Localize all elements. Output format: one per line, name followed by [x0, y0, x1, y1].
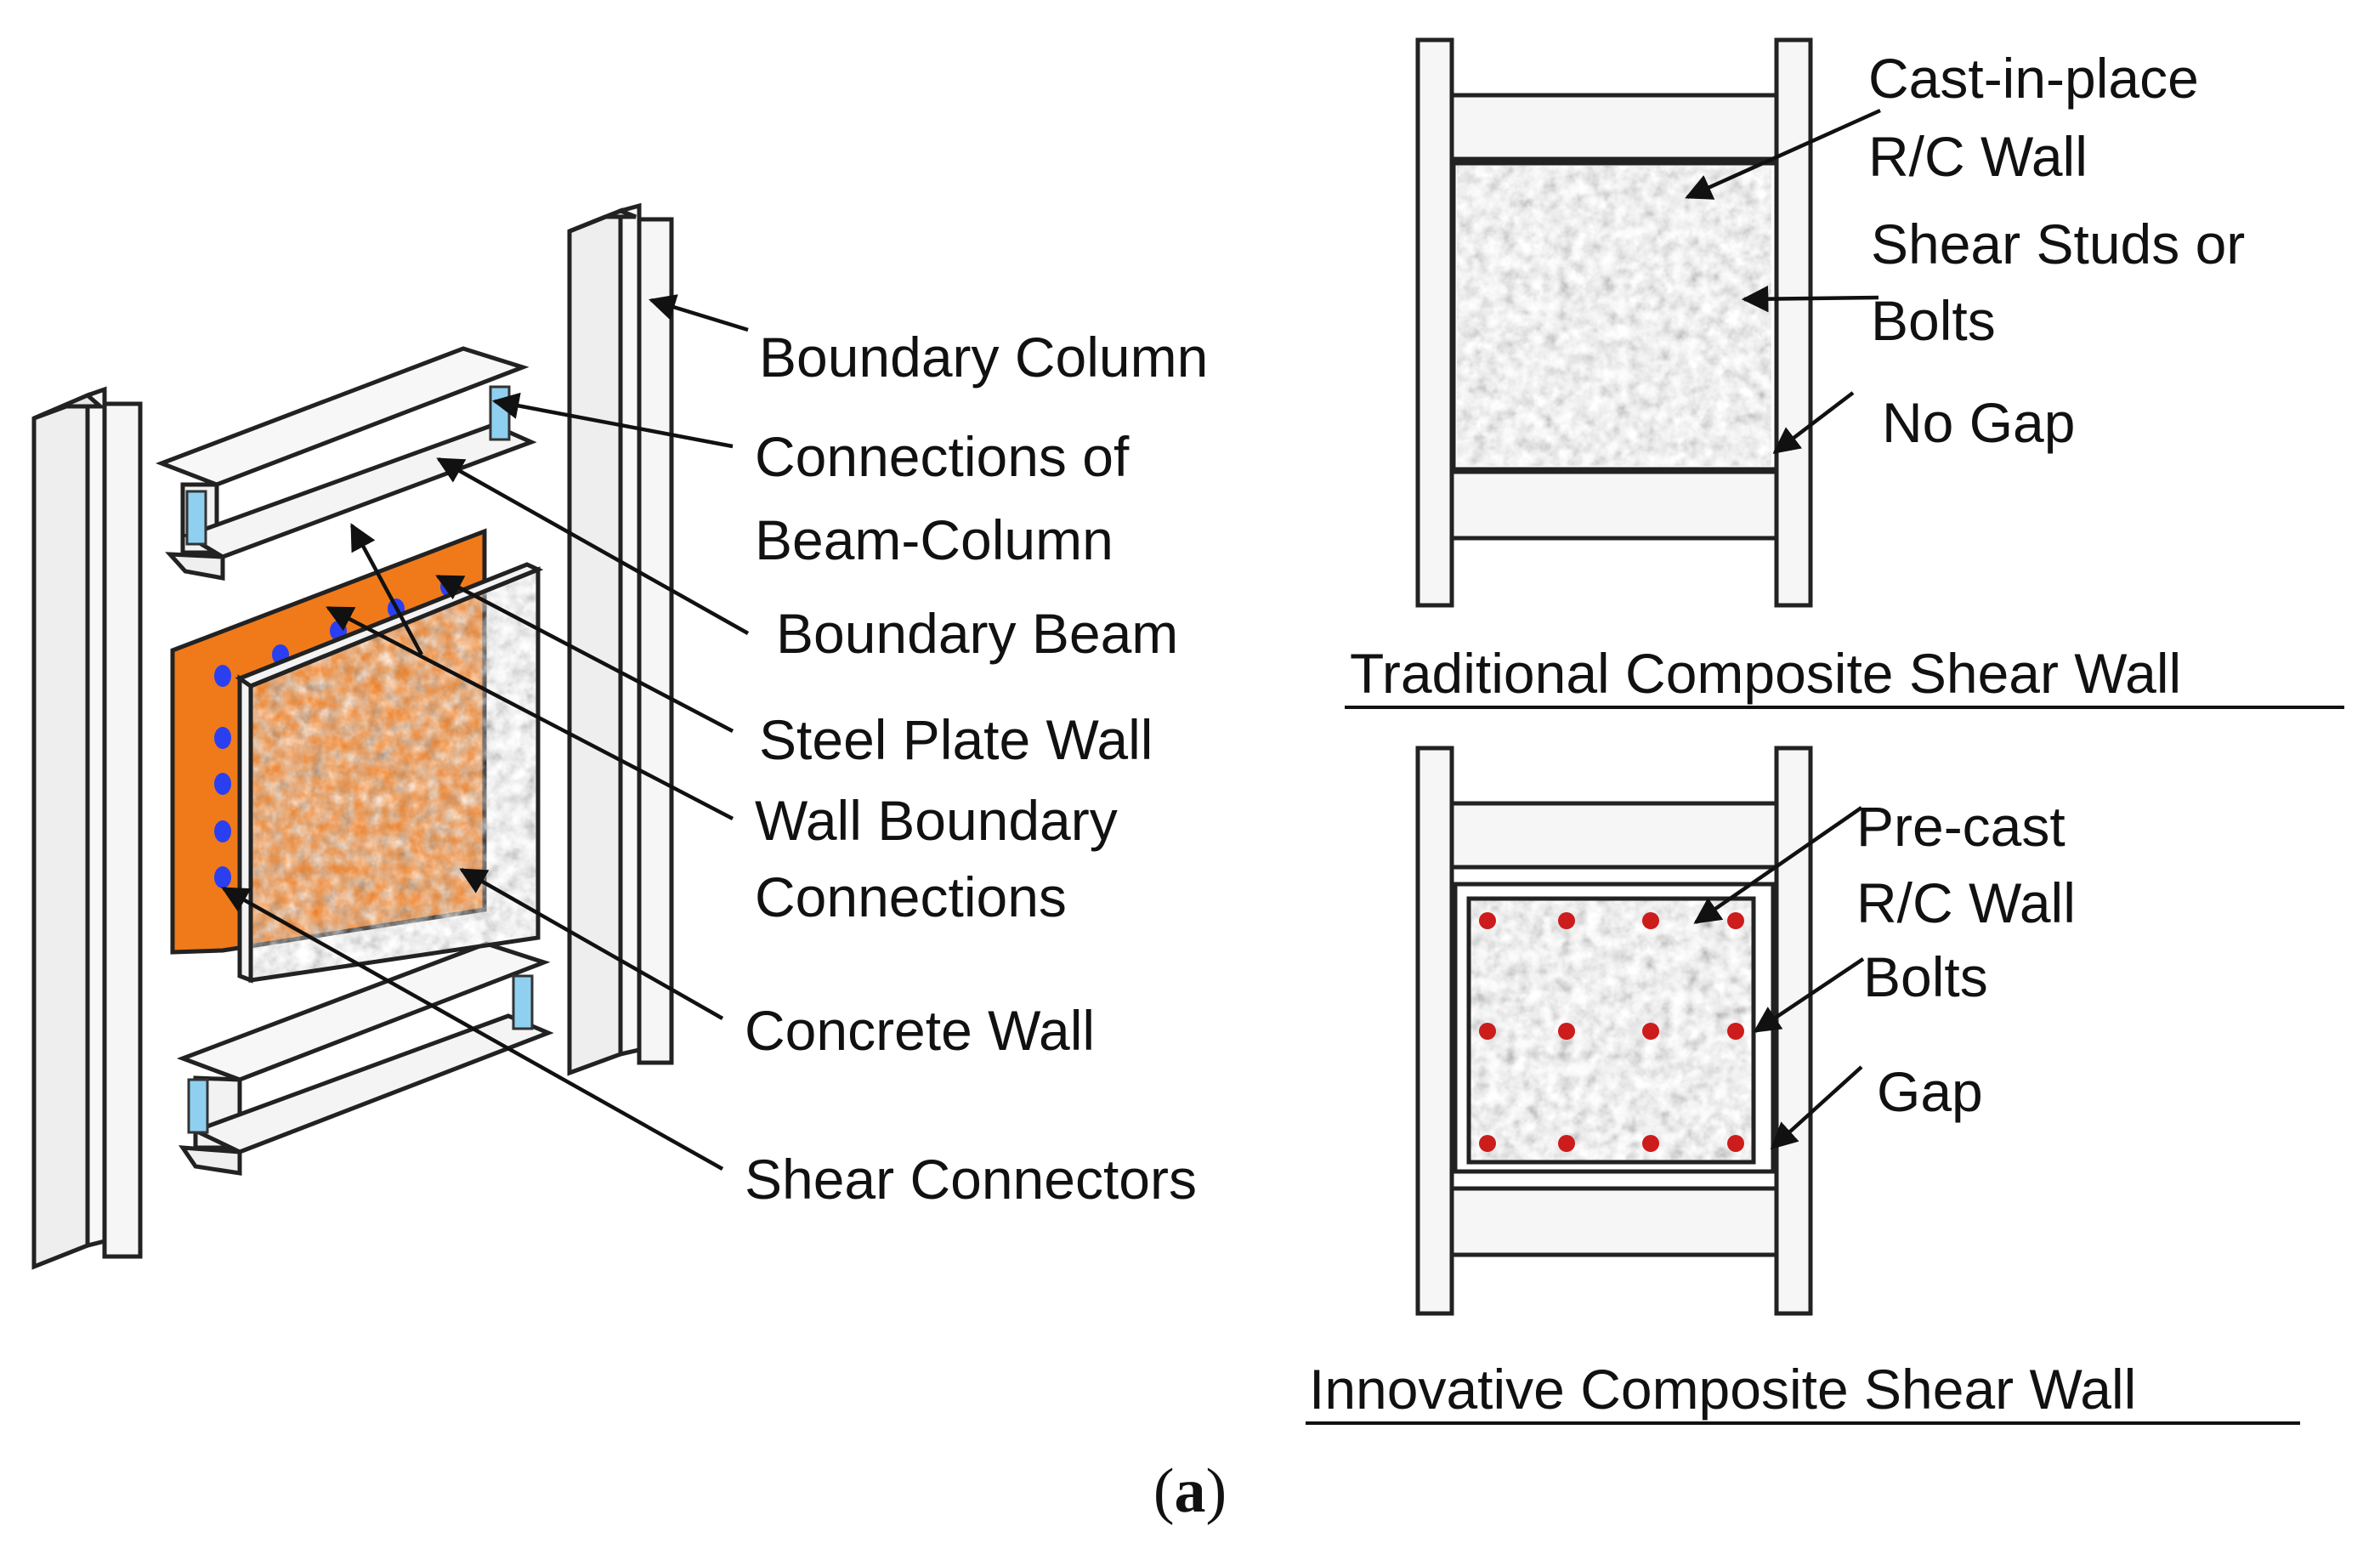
label-boundary-beam: Boundary Beam: [776, 602, 1178, 665]
subfigure-open-paren: (: [1153, 1456, 1175, 1526]
shear-connector: [214, 866, 231, 888]
traditional-top-beam-flange: [1449, 93, 1779, 162]
bolt: [1479, 1023, 1496, 1040]
label-steel-plate-wall: Steel Plate Wall: [759, 708, 1153, 771]
bolt: [1479, 912, 1496, 929]
label-shear-studs-line1: Shear Studs or: [1871, 213, 2245, 275]
label-wall-boundary-line1: Wall Boundary: [755, 789, 1118, 852]
shear-connector: [214, 773, 231, 795]
label-cast-in-place-line2: R/C Wall: [1868, 125, 2088, 188]
left-leader-lines: [221, 294, 750, 1171]
innovative-bolts: [1479, 912, 1744, 1152]
shear-connector: [214, 820, 231, 842]
traditional-bottom-beam-flange: [1449, 469, 1779, 541]
subfigure-close-paren: ): [1206, 1456, 1227, 1526]
innovative-top-beam-flange: [1449, 801, 1779, 870]
left-boundary-column: [31, 386, 143, 1270]
innovative-right-column: [1774, 746, 1813, 1316]
label-shear-connectors: Shear Connectors: [745, 1148, 1197, 1211]
shear-connector: [214, 665, 231, 687]
label-bolts: Bolts: [1863, 945, 1988, 1008]
right-boundary-column: [567, 202, 674, 1076]
shear-connector: [214, 727, 231, 749]
subfigure-letter: a: [1175, 1456, 1206, 1526]
subfigure-label: (a): [1153, 1456, 1227, 1526]
bolt: [1558, 1135, 1575, 1152]
label-shear-studs-line2: Bolts: [1871, 289, 1996, 352]
traditional-rc-wall: [1457, 166, 1771, 466]
bolt: [1642, 1135, 1659, 1152]
label-gap: Gap: [1877, 1060, 1983, 1123]
bolt: [1727, 912, 1744, 929]
bottom-boundary-beam: [176, 941, 554, 1176]
top-beam-column-connection-plate: [489, 385, 511, 441]
innovative-precast-wall: [1469, 899, 1754, 1162]
left-labels: Boundary Column Connections of Beam-Colu…: [745, 326, 1208, 1211]
traditional-composite-shear-wall: Cast-in-place R/C Wall Shear Studs or Bo…: [1345, 37, 2344, 709]
traditional-title: Traditional Composite Shear Wall: [1350, 642, 2181, 705]
label-concrete-wall: Concrete Wall: [745, 999, 1095, 1062]
label-pre-cast-line1: Pre-cast: [1856, 795, 2066, 858]
bolt: [1479, 1135, 1496, 1152]
label-pre-cast-line2: R/C Wall: [1856, 871, 2076, 934]
innovative-bottom-beam-flange: [1449, 1186, 1779, 1257]
label-boundary-column: Boundary Column: [759, 326, 1208, 389]
innovative-title: Innovative Composite Shear Wall: [1309, 1358, 2136, 1421]
traditional-left-column: [1415, 37, 1454, 608]
label-cast-in-place-line1: Cast-in-place: [1868, 47, 2199, 110]
innovative-left-column: [1415, 746, 1454, 1316]
label-connections-line2: Beam-Column: [755, 508, 1114, 571]
bolt: [1642, 1023, 1659, 1040]
bolt: [1642, 912, 1659, 929]
innovative-composite-shear-wall: Pre-cast R/C Wall Bolts Gap Innovative C…: [1306, 746, 2300, 1425]
label-no-gap: No Gap: [1882, 391, 2075, 454]
left-assembly: Boundary Column Connections of Beam-Colu…: [31, 202, 1208, 1270]
bolt: [1727, 1135, 1744, 1152]
label-connections-line1: Connections of: [755, 425, 1130, 488]
label-wall-boundary-line2: Connections: [755, 865, 1067, 928]
bolt: [1727, 1023, 1744, 1040]
bottom-beam-connection-plate: [187, 1078, 209, 1134]
bottom-beam-column-connection-plate: [512, 974, 534, 1030]
top-beam-connection-plate: [185, 490, 207, 546]
bolt: [1558, 912, 1575, 929]
bolt: [1558, 1023, 1575, 1040]
traditional-right-column: [1774, 37, 1813, 608]
